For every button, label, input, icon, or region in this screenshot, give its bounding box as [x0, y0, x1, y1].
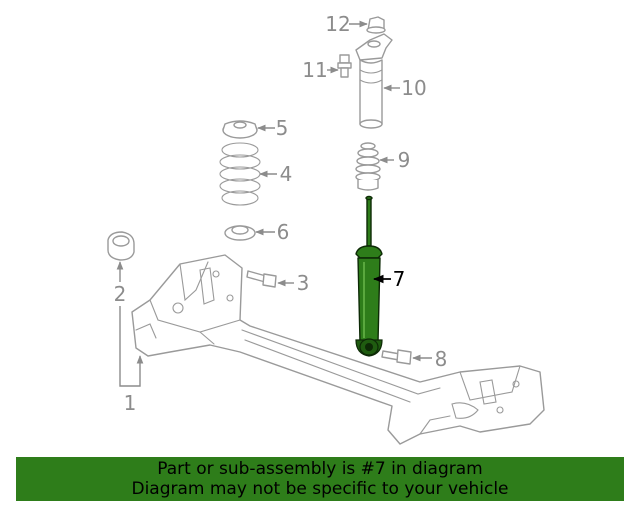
- callout-4: 4: [280, 162, 293, 186]
- callout-5: 5: [276, 116, 289, 140]
- part-11-bolt[interactable]: [337, 54, 352, 78]
- callout-11: 11: [302, 58, 327, 82]
- callout-9: 9: [398, 148, 411, 172]
- callout-7: 7: [393, 267, 406, 291]
- part-3-bolt[interactable]: [246, 270, 277, 288]
- part-6-lower-seat[interactable]: [224, 225, 256, 241]
- part-5-upper-seat[interactable]: [222, 120, 258, 139]
- disclaimer-banner: Part or sub-assembly is #7 in diagram Di…: [16, 457, 624, 501]
- callout-2: 2: [114, 282, 127, 306]
- part-10-upper-mount[interactable]: [355, 33, 393, 129]
- callout-1: 1: [124, 391, 137, 415]
- callout-3: 3: [297, 271, 310, 295]
- callout-12: 12: [325, 12, 350, 36]
- leader-1: [119, 306, 144, 387]
- part-4-coil-spring[interactable]: [219, 142, 261, 206]
- callout-10: 10: [401, 76, 426, 100]
- callout-6: 6: [277, 220, 290, 244]
- part-1-axle-beam[interactable]: [131, 254, 545, 445]
- part-7-shock-absorber[interactable]: [355, 195, 383, 357]
- exploded-parts-diagram: 12 11 10 9 5 4 6 3 8 7 2 1: [107, 12, 545, 445]
- part-2-bushing[interactable]: [107, 231, 135, 261]
- banner-line-2: Diagram may not be specific to your vehi…: [131, 479, 509, 499]
- banner-line-1: Part or sub-assembly is #7 in diagram: [157, 459, 483, 479]
- part-9-bump-stop[interactable]: [355, 142, 381, 191]
- callout-8: 8: [435, 347, 448, 371]
- part-8-bolt[interactable]: [381, 349, 412, 365]
- part-12-nut[interactable]: [366, 16, 386, 34]
- callout-labels: 12 11 10 9 5 4 6 3 8 7 2 1: [114, 12, 448, 415]
- leader-lines: [116, 20, 432, 387]
